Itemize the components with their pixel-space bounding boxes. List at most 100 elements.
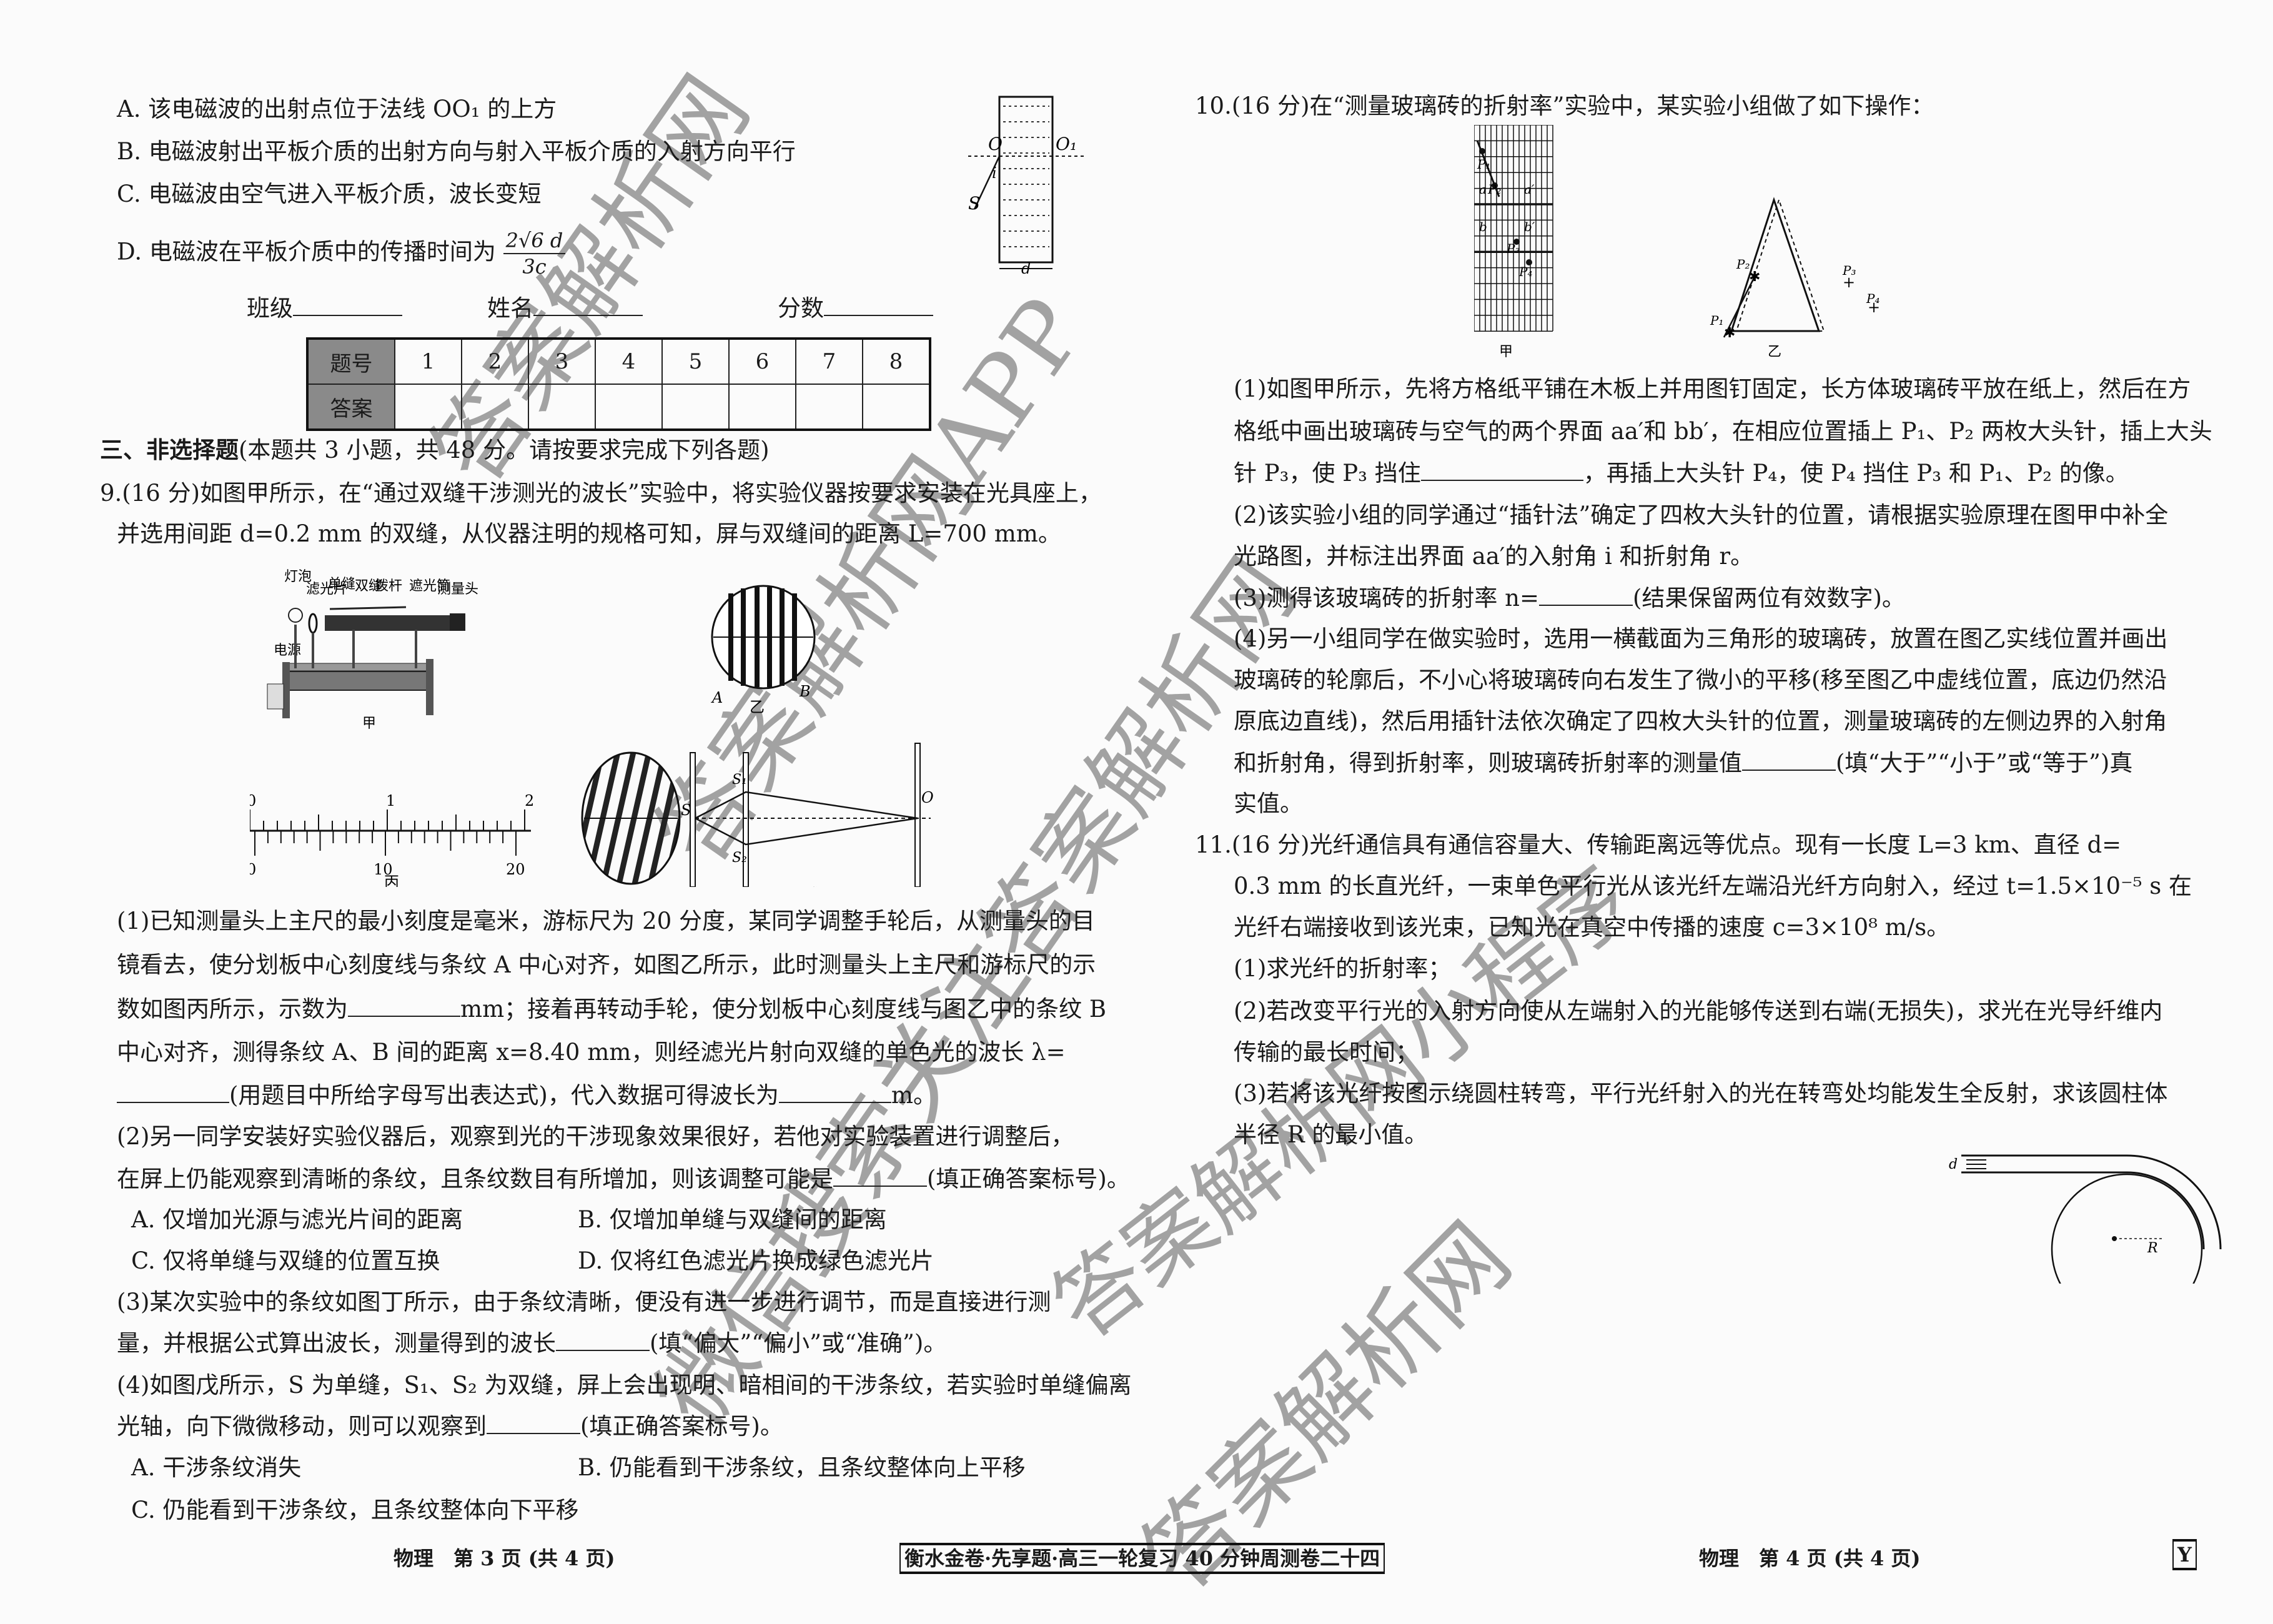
q9-p1-line2: 镜看去，使分划板中心刻度线与条纹 A 中心对齐，如图乙所示，此时测量头上主尺和游… [117,951,1096,978]
label-s2: S₂ [732,850,747,866]
text: 数如图丙所示，示数为 [117,996,348,1022]
q11-fiber-figure: d R [1949,1154,2222,1284]
score-field[interactable]: 分数 [778,292,933,324]
label-power: 电源 [274,643,301,658]
label-r: R [2147,1240,2158,1256]
q11-stem-line2: 0.3 mm 的长直光纤，一束单色平行光从该光纤左端沿光纤方向射入，经过 t=1… [1234,873,2192,899]
q9-p1-line4: 中心对齐，测得条纹 A、B 间的距离 x=8.40 mm，则经滤光片射向双缝的单… [117,1039,1066,1066]
table-cell: 3 [528,338,596,385]
fraction-numerator: 2√6 d [503,228,566,254]
answer-table: 题号 1 2 3 4 5 6 7 8 答案 [306,337,931,431]
q9-p3-line2: 量，并根据公式算出波长，测量得到的波长(填“偏大”“偏小”或“准确”)。 [117,1327,946,1359]
q10-p4-line3: 原底边直线)，然后用插针法依次确定了四枚大头针的位置，测量玻璃砖的左侧边界的入射… [1234,708,2167,735]
text: (填“大于”“小于”或“等于”)真 [1836,750,2133,776]
q9-p2-option-d: D. 仅将红色滤光片换成绿色滤光片 [578,1247,934,1274]
label-tube: 遮光筒 [409,578,450,594]
answer-blank[interactable] [1420,457,1583,481]
text: 在屏上仍能观察到清晰的条纹，且条纹数目有所增加，则该调整可能是 [117,1166,833,1192]
answer-cell[interactable] [728,384,796,430]
q10-p3-line: (3)测得该玻璃砖的折射率 n=(结果保留两位有效数字)。 [1234,582,1905,614]
q11-p2-line2: 传输的最长时间； [1234,1039,1419,1066]
vernier-tick-label: 10 [374,861,393,878]
q11-stem-line3: 光纤右端接收到该光束，已知光在真空中传播的速度 c=3×10⁸ m/s。 [1234,914,1950,941]
text: (填正确答案标号)。 [927,1166,1130,1192]
q10-p1-line1: (1)如图甲所示，先将方格纸平铺在木板上并用图钉固定，长方体玻璃砖平放在纸上，然… [1234,375,2191,402]
q11-p1: (1)求光纤的折射率； [1234,955,1452,982]
label-wu: 戊 [806,886,821,887]
text: ，再插上大头针 P₄，使 P₄ 挡住 P₃ 和 P₁、P₂ 的像。 [1583,460,2129,487]
label-single-slit: 单缝 [328,577,355,592]
label-p4: P₄ [1866,291,1879,306]
main-tick-label: 1 [386,792,395,810]
answer-cell[interactable] [795,384,863,430]
label-p4: P₄ [1518,264,1532,279]
q9-stem-line1: 9.(16 分)如图甲所示，在“通过双缝干涉测光的波长”实验中，将实验仪器按要求… [100,480,1102,507]
label-a-prime: a′ [1524,182,1535,197]
q9-p3-line1: (3)某次实验中的条纹如图丁所示，由于条纹清晰，便没有进一步进行调节，而是直接进… [117,1289,1051,1315]
answer-blank[interactable] [556,1327,650,1351]
left-page-number: 物理 第 3 页 (共 4 页) [394,1547,615,1570]
text: 针 P₃，使 P₃ 挡住 [1234,460,1421,487]
table-row: 题号 1 2 3 4 5 6 7 8 [307,338,931,385]
fraction-denominator: 3c [522,255,547,279]
label-b-prime: b′ [1524,219,1535,234]
q8-slab-figure: O O₁ i S d [968,96,1084,275]
name-field[interactable]: 姓名 [487,292,643,324]
label-b: B [799,683,811,700]
section-title: 三、非选择题 [100,436,239,463]
q11-p3-line2: 半径 R 的最小值。 [1234,1121,1428,1148]
text: 光轴，向下微微移动，则可以观察到 [117,1413,487,1440]
table-cell: 8 [862,338,931,385]
class-label: 班级 [247,295,293,322]
answer-cell[interactable] [461,384,529,430]
section-note: (本题共 3 小题，共 48 分。请按要求完成下列各题) [239,437,770,463]
label-head: 测量头 [437,582,478,597]
answer-cell[interactable] [394,384,462,430]
answer-blank[interactable] [1539,582,1633,606]
answer-cell[interactable] [528,384,596,430]
label-a: A [711,689,723,706]
name-label: 姓名 [487,295,533,322]
q9-p2-option-c: C. 仅将单缝与双缝的位置互换 [131,1247,440,1274]
answer-blank[interactable] [778,1079,891,1103]
label-s1: S₁ [732,772,747,788]
q10-stem: 10.(16 分)在“测量玻璃砖的折射率”实验中，某实验小组做了如下操作： [1195,92,1934,119]
answer-blank[interactable] [117,1079,229,1103]
label-jia: 甲 [1499,344,1513,360]
q8-option-a: A. 该电磁波的出射点位于法线 OO₁ 的上方 [117,96,557,122]
label-b: b [1479,219,1487,234]
answer-blank[interactable] [348,993,460,1017]
answer-cell[interactable] [661,384,730,430]
q9-p2-line2: 在屏上仍能观察到清晰的条纹，且条纹数目有所增加，则该调整可能是 (填正确答案标号)… [117,1163,1130,1195]
q11-p2-line1: (2)若改变平行光的入射方向使从左端射入的光能够传送到右端(无损失)，求光在光导… [1234,998,2163,1024]
text: (填正确答案标号)。 [580,1413,783,1440]
answer-blank[interactable] [487,1410,580,1434]
q9-p4-option-b: B. 仍能看到干涉条纹，且条纹整体向上平移 [578,1454,1026,1481]
answer-cell[interactable] [862,384,931,430]
svg-text:+: + [1868,299,1880,316]
text: mm；接着再转动手轮，使分划板中心刻度线与图乙中的条纹 B [460,996,1107,1022]
svg-text:✱: ✱ [1724,325,1735,341]
table-cell: 4 [595,338,663,385]
answer-blank[interactable] [1742,747,1836,771]
q9-p2-option-b: B. 仅增加单缝与双缝间的距离 [578,1206,887,1233]
class-field[interactable]: 班级 [247,292,402,324]
label-o: O [921,789,934,806]
q10-p4-line4: 和折射角，得到折射率，则玻璃砖折射率的测量值 (填“大于”“小于”或“等于”)真 [1234,747,2132,779]
text: 和折射角，得到折射率，则玻璃砖折射率的测量值 [1234,750,1742,776]
q10-p2-line2: 光路图，并标注出界面 aa′的入射角 i 和折射角 r。 [1234,543,1754,570]
text: (填“偏大”“偏小”或“准确”)。 [650,1330,947,1357]
answer-cell[interactable] [595,384,663,430]
label-double-slit: 双缝 [355,578,382,594]
label-i: i [992,164,997,182]
main-tick-label: 0 [250,792,256,810]
corner-mark: Y [2172,1539,2197,1570]
q10-p4-line5: 实值。 [1234,790,1303,817]
label-p3: P₃ [1842,263,1856,278]
label-a: a [1479,182,1487,197]
svg-text:+: + [1843,274,1855,291]
answer-blank[interactable] [833,1163,927,1187]
label-filter: 滤光片 [306,582,347,597]
table-header: 题号 [307,338,395,385]
label-p1: P₁ [1710,313,1723,328]
